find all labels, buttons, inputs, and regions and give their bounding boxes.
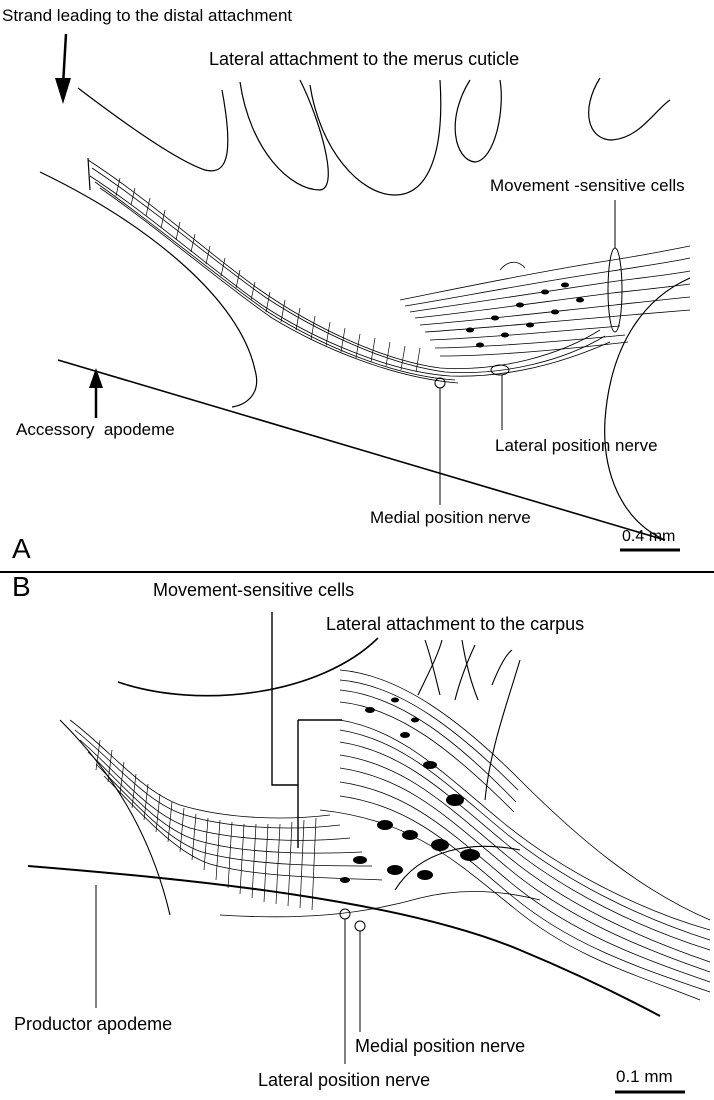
strand-hatching: [116, 178, 420, 372]
strand-label: Strand leading to the distal attachment: [2, 6, 292, 26]
accessory-apodeme-label: Accessory apodeme: [16, 420, 175, 440]
movement-cells-label-b: Movement-sensitive cells: [153, 580, 354, 600]
lateral-nerve-label-b: Lateral position nerve: [258, 1070, 430, 1090]
sensory-strand-b: [70, 670, 710, 1000]
strand-hatching-b: [96, 740, 316, 910]
attachment-loop: [310, 80, 441, 195]
outer-boundary: [40, 172, 257, 407]
right-boundary: [605, 278, 690, 540]
medial-nerve-label-b: Medial position nerve: [355, 1036, 525, 1056]
scale-label-b: 0.1 mm: [616, 1067, 673, 1087]
panel-a-letter: A: [12, 534, 31, 564]
scale-label-a: 0.4 mm: [622, 527, 675, 547]
apodeme-arrow-head: [89, 368, 103, 388]
movement-cells-marker: [608, 248, 622, 332]
lateral-nerve-marker-b: [340, 909, 350, 919]
attachment-loop: [78, 88, 228, 171]
strand-arrow-head: [55, 78, 71, 104]
attachment-fiber: [492, 650, 512, 685]
productor-apodeme-line: [28, 866, 660, 1016]
movement-cells-label: Movement -sensitive cells: [490, 176, 685, 196]
panel-b: B Movement-sensitive cells Lateral attac…: [0, 570, 714, 1100]
medial-nerve-marker: [435, 378, 445, 388]
lateral-attachment-label: Lateral attachment to the merus cuticle: [209, 49, 519, 69]
attachment-fiber: [425, 640, 440, 695]
strand-arrow-shaft: [63, 34, 66, 85]
right-curve: [485, 660, 520, 800]
lower-curve: [395, 846, 520, 890]
medial-nerve-label: Medial position nerve: [370, 508, 531, 528]
outer-curve: [60, 720, 170, 915]
attachment-arc: [118, 638, 378, 696]
panel-b-letter: B: [12, 572, 31, 602]
movement-cells-bracket: [272, 612, 342, 848]
panel-a: Strand leading to the distal attachment …: [0, 0, 714, 570]
attachment-loop: [240, 80, 328, 190]
lateral-attachment-label-b: Lateral attachment to the carpus: [326, 614, 584, 634]
attachment-loop: [455, 80, 501, 162]
productor-apodeme-label: Productor apodeme: [14, 1014, 172, 1034]
lateral-nerve-label: Lateral position nerve: [495, 436, 658, 456]
panel-a-drawing: [0, 0, 714, 570]
attachment-loop: [589, 78, 670, 140]
medial-nerve-marker-b: [355, 921, 365, 931]
attachment-fiber: [455, 645, 475, 700]
